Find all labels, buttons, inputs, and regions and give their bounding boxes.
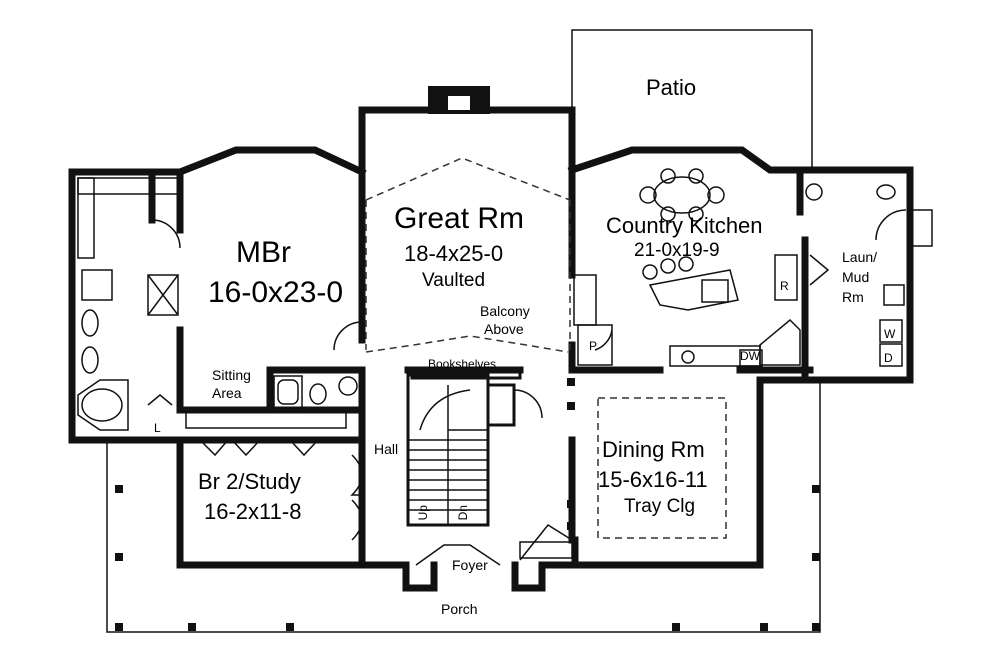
stair-down-label: Dn <box>455 505 470 521</box>
great-room-title: Great Rm <box>394 202 525 235</box>
laundry-appliances <box>879 284 905 367</box>
master-bath-fixtures <box>77 269 179 431</box>
interior-columns <box>567 378 575 530</box>
hall-bath-fixtures <box>273 375 358 409</box>
half-bath-fixtures <box>805 183 933 247</box>
kitchen-counters <box>669 254 801 367</box>
sitting-area-label-2: Area <box>212 385 242 401</box>
porch-label: Porch <box>441 601 478 617</box>
bedroom-2-size: 16-2x11-8 <box>204 499 302 524</box>
tray-ceiling <box>597 397 727 539</box>
refrigerator-label: R <box>780 279 789 293</box>
laundry-label-1: Laun/ <box>842 249 878 265</box>
fireplace <box>428 86 490 114</box>
kitchen-island <box>642 256 739 311</box>
vaulted-ceiling-lines <box>365 157 571 353</box>
doors <box>147 209 907 566</box>
patio-label: Patio <box>646 75 697 100</box>
mbr-size: 16-0x23-0 <box>208 276 344 309</box>
bookshelves-unit <box>410 370 522 380</box>
linen-label: L <box>154 421 161 435</box>
washer-label: W <box>884 327 896 341</box>
balcony-label-2: Above <box>484 321 524 337</box>
hall-label: Hall <box>374 441 399 457</box>
dryer-label: D <box>884 351 893 365</box>
pantry-closet <box>573 274 613 366</box>
country-kitchen-size: 21-0x19-9 <box>634 240 720 261</box>
foyer-label: Foyer <box>452 557 488 573</box>
closet-shelving <box>77 177 573 559</box>
mbr-title: MBr <box>236 236 291 269</box>
staircase <box>406 373 516 527</box>
great-room-size: 18-4x25-0 <box>404 241 504 266</box>
dishwasher-label: DW <box>740 349 760 363</box>
sitting-area-label-1: Sitting <box>212 367 251 383</box>
exterior-walls <box>68 106 914 592</box>
kitchen-table <box>639 168 725 222</box>
country-kitchen-title: Country Kitchen <box>606 213 763 238</box>
balcony-label-1: Balcony <box>480 303 530 319</box>
laundry-label-3: Rm <box>842 289 864 305</box>
interior-walls <box>148 166 814 569</box>
pantry-label: P <box>589 339 598 353</box>
great-room-note: Vaulted <box>422 270 486 291</box>
bedroom-2-title: Br 2/Study <box>198 469 301 494</box>
stair-up-label: Up <box>415 505 430 521</box>
bookshelves-label: Bookshelves <box>428 357 497 371</box>
dining-room-size: 15-6x16-11 <box>598 467 708 492</box>
dining-room-title: Dining Rm <box>602 437 705 462</box>
patio-outline <box>571 29 813 170</box>
dining-room-note: Tray Clg <box>624 496 696 517</box>
porch-posts <box>115 485 820 631</box>
laundry-label-2: Mud <box>842 269 870 285</box>
